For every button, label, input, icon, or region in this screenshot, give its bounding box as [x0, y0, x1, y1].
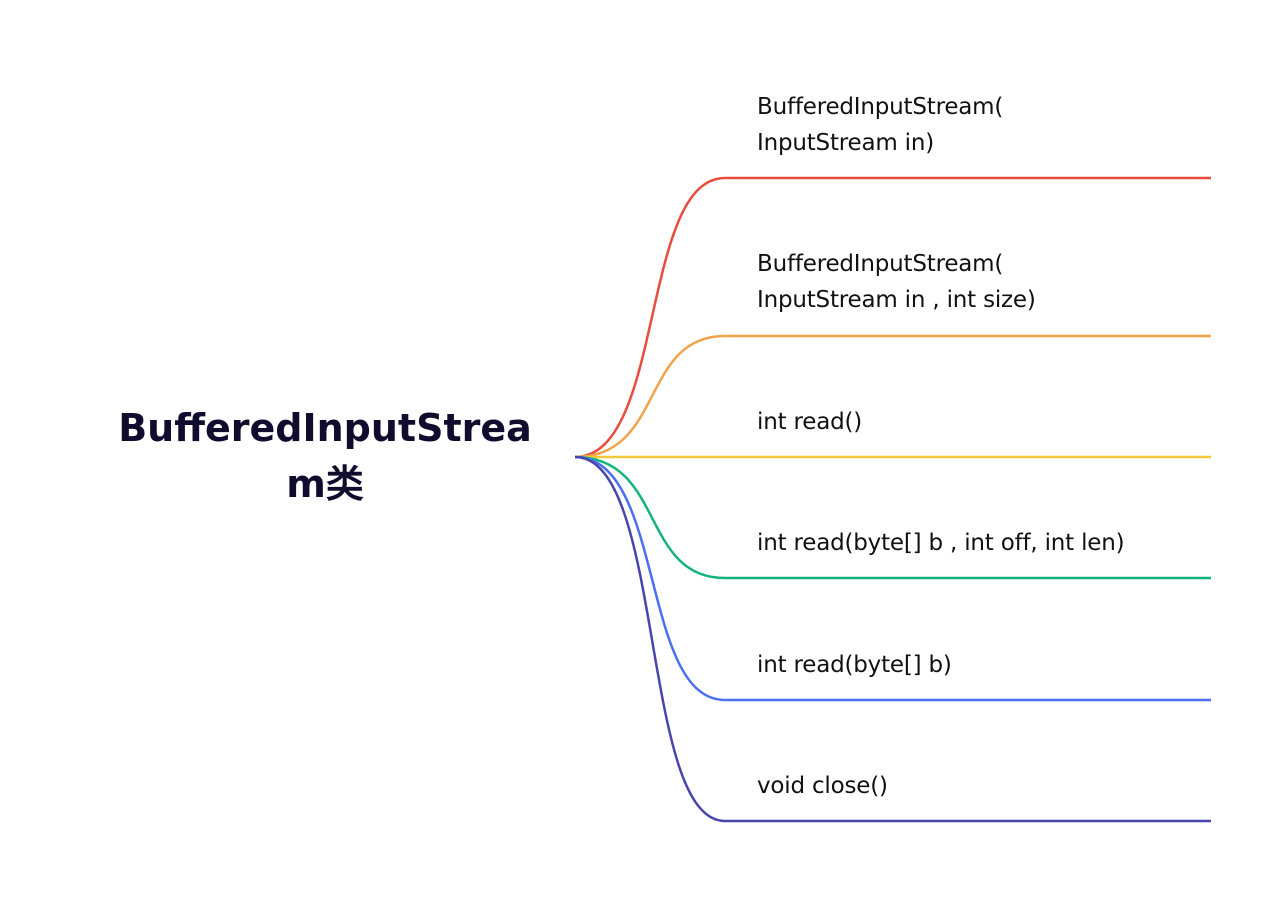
branch-label-line: BufferedInputStream( [757, 251, 1004, 277]
branch-label-line: InputStream in) [757, 130, 935, 156]
root-title-line-2: m类 [286, 462, 364, 506]
branch-label-line: BufferedInputStream( [757, 94, 1004, 120]
connector-branch-6 [574, 455, 1211, 823]
branch-label-line: void close() [757, 773, 888, 799]
connector-branch-4 [574, 455, 1211, 580]
branch-label-read-offset: int read(byte[] b , int off, int len) [757, 525, 1125, 561]
connector-branch-1 [574, 176, 1211, 459]
branch-label-line: InputStream in , int size) [757, 287, 1036, 313]
branch-label-read-array: int read(byte[] b) [757, 647, 952, 683]
branch-label-line: int read(byte[] b) [757, 652, 952, 678]
connector-branch-5 [574, 455, 1211, 702]
branch-label-read: int read() [757, 404, 862, 440]
connector-branch-2 [574, 334, 1211, 459]
branch-label-line: int read() [757, 409, 863, 435]
branch-label-close: void close() [757, 768, 888, 804]
branch-label-constructor-size: BufferedInputStream( InputStream in , in… [757, 246, 1036, 318]
branch-label-constructor: BufferedInputStream( InputStream in) [757, 89, 1003, 161]
branch-label-line: int read(byte[] b , int off, int len) [757, 530, 1125, 556]
root-node-title: BufferedInputStrea m类 [100, 400, 550, 512]
root-title-line-1: BufferedInputStrea [118, 406, 532, 450]
